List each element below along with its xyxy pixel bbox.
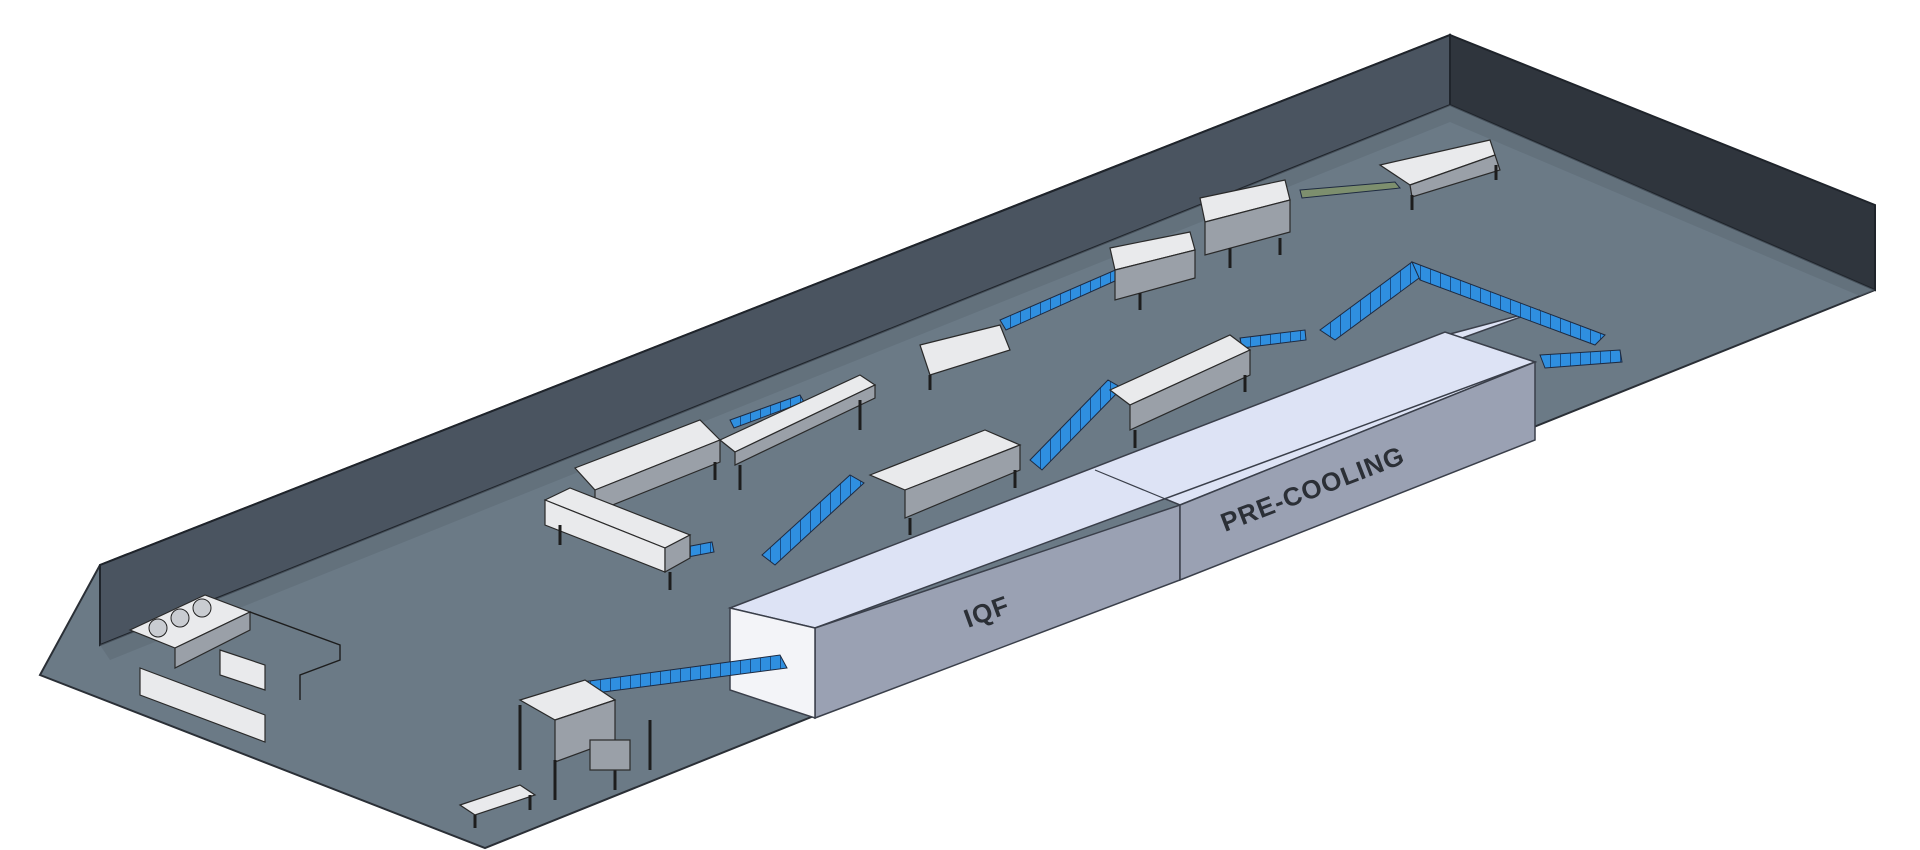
receiving-hopper xyxy=(1378,139,1501,210)
conveyor-right-return xyxy=(1539,349,1623,369)
conveyor-lower-incline xyxy=(761,474,865,566)
cold-room-block: IQF PRE-COOLING xyxy=(727,309,1541,720)
packing-station xyxy=(518,679,652,800)
cooler-middle xyxy=(868,429,1022,535)
condenser-fan-icon xyxy=(192,598,212,618)
condenser-fan-icon xyxy=(170,608,190,628)
conveyor-right-branch xyxy=(1411,261,1606,346)
washing-machine-2 xyxy=(1109,231,1196,310)
tank-unit xyxy=(919,324,1011,390)
washing-machine-1 xyxy=(1199,179,1291,268)
output-table xyxy=(458,784,537,828)
cooler-right xyxy=(1108,334,1252,448)
precooling-room-front xyxy=(1179,360,1536,582)
blancher-lower xyxy=(543,487,692,590)
conveyor-top-feed xyxy=(1299,181,1401,199)
inspection-table xyxy=(718,374,877,490)
condensing-unit xyxy=(128,594,341,743)
condenser-fan-icon xyxy=(148,618,168,638)
